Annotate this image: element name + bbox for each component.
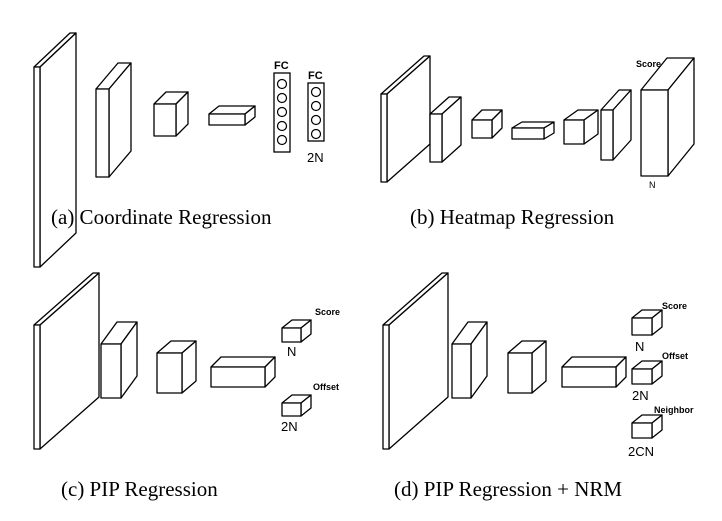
conv-block-2 bbox=[156, 340, 197, 394]
neuron bbox=[276, 92, 288, 104]
offset-dim: 2N bbox=[281, 419, 298, 434]
score-label: Score bbox=[662, 301, 687, 311]
conv-block-3 bbox=[561, 356, 627, 388]
neuron bbox=[276, 78, 288, 90]
panel-b-caption: (b) Heatmap Regression bbox=[410, 205, 615, 229]
fc-layer-2 bbox=[307, 82, 325, 142]
front-face bbox=[631, 317, 653, 336]
conv-block-1 bbox=[100, 321, 138, 399]
neuron bbox=[276, 134, 288, 146]
panel-d-caption: (d) PIP Regression + NRM bbox=[394, 477, 622, 501]
front-face bbox=[640, 89, 669, 177]
neuron bbox=[310, 100, 322, 112]
panel-a-caption: (a) Coordinate Regression bbox=[51, 205, 272, 229]
fc-layer-2-label: FC bbox=[308, 70, 323, 82]
score-dim: N bbox=[635, 339, 644, 354]
conv-block-3 bbox=[210, 356, 276, 388]
top-face bbox=[210, 356, 276, 368]
decoder-block-1 bbox=[563, 109, 599, 145]
panel-c-caption: (c) PIP Regression bbox=[61, 477, 218, 501]
score-label: Score bbox=[636, 59, 661, 69]
offset-label: Offset bbox=[313, 382, 339, 392]
fc-layer-1-neurons bbox=[276, 78, 288, 146]
front-face bbox=[100, 343, 122, 399]
front-face bbox=[600, 109, 614, 161]
offset-head-block bbox=[281, 394, 312, 417]
encoder-block-2 bbox=[471, 109, 503, 139]
front-face bbox=[507, 352, 533, 394]
score-head-block bbox=[631, 309, 663, 336]
front-face bbox=[561, 366, 617, 388]
offset-head-block bbox=[631, 360, 663, 385]
neighbor-head-block bbox=[631, 414, 663, 439]
front-face bbox=[471, 119, 493, 139]
score-dim: N bbox=[649, 180, 656, 190]
decoder-block-2 bbox=[600, 89, 632, 161]
conv-block-1 bbox=[95, 62, 132, 178]
front-face bbox=[281, 402, 302, 417]
front-face bbox=[33, 324, 41, 450]
front-face bbox=[380, 93, 388, 183]
front-face bbox=[281, 327, 302, 343]
side-face bbox=[386, 55, 431, 183]
front-face bbox=[563, 119, 585, 145]
encoder-block-1 bbox=[429, 96, 462, 163]
conv-block-3 bbox=[208, 105, 256, 126]
front-face bbox=[156, 352, 183, 394]
front-face bbox=[631, 368, 653, 385]
front-face bbox=[33, 66, 41, 268]
front-face bbox=[631, 422, 653, 439]
fc-layer-2-dim: 2N bbox=[307, 150, 324, 165]
input-image-block bbox=[33, 272, 100, 450]
score-dim: N bbox=[287, 344, 296, 359]
neighbor-dim: 2CN bbox=[628, 444, 654, 459]
neighbor-label: Neighbor bbox=[654, 405, 694, 415]
neuron bbox=[310, 114, 322, 126]
conv-block-1 bbox=[451, 321, 488, 399]
front-face bbox=[153, 103, 177, 137]
front-face bbox=[451, 343, 472, 399]
panel-c: Score N Offset 2N (c) PIP Regression bbox=[33, 272, 340, 501]
front-face bbox=[210, 366, 266, 388]
score-heatmap-block bbox=[640, 57, 695, 177]
side-face bbox=[39, 32, 77, 268]
conv-block-2 bbox=[153, 91, 189, 137]
neuron bbox=[276, 120, 288, 132]
front-face bbox=[429, 113, 443, 163]
neuron bbox=[276, 106, 288, 118]
neuron bbox=[310, 128, 322, 140]
fc-layer-2-neurons bbox=[310, 86, 322, 140]
front-face bbox=[382, 324, 390, 450]
front-face bbox=[208, 113, 246, 126]
fc-layer-1-label: FC bbox=[274, 60, 289, 72]
front-face bbox=[95, 88, 110, 178]
score-head-block bbox=[281, 319, 312, 343]
top-face bbox=[561, 356, 627, 368]
input-image-block bbox=[380, 55, 431, 183]
panel-d: Score N Offset 2N Neighbor 2CN (d) PIP R… bbox=[382, 272, 694, 501]
input-image-block bbox=[382, 272, 449, 450]
side-face bbox=[39, 272, 100, 450]
panel-a: FC FC 2N (a) Coordinate Regression bbox=[33, 32, 325, 268]
front-face bbox=[511, 127, 545, 140]
conv-block-2 bbox=[507, 340, 547, 394]
bottleneck-block bbox=[511, 121, 555, 140]
offset-dim: 2N bbox=[632, 388, 649, 403]
input-image-block bbox=[33, 32, 77, 268]
score-label: Score bbox=[315, 307, 340, 317]
panel-b: Score N (b) Heatmap Regression bbox=[380, 55, 695, 229]
neuron bbox=[310, 86, 322, 98]
offset-label: Offset bbox=[662, 351, 688, 361]
side-face bbox=[388, 272, 449, 450]
